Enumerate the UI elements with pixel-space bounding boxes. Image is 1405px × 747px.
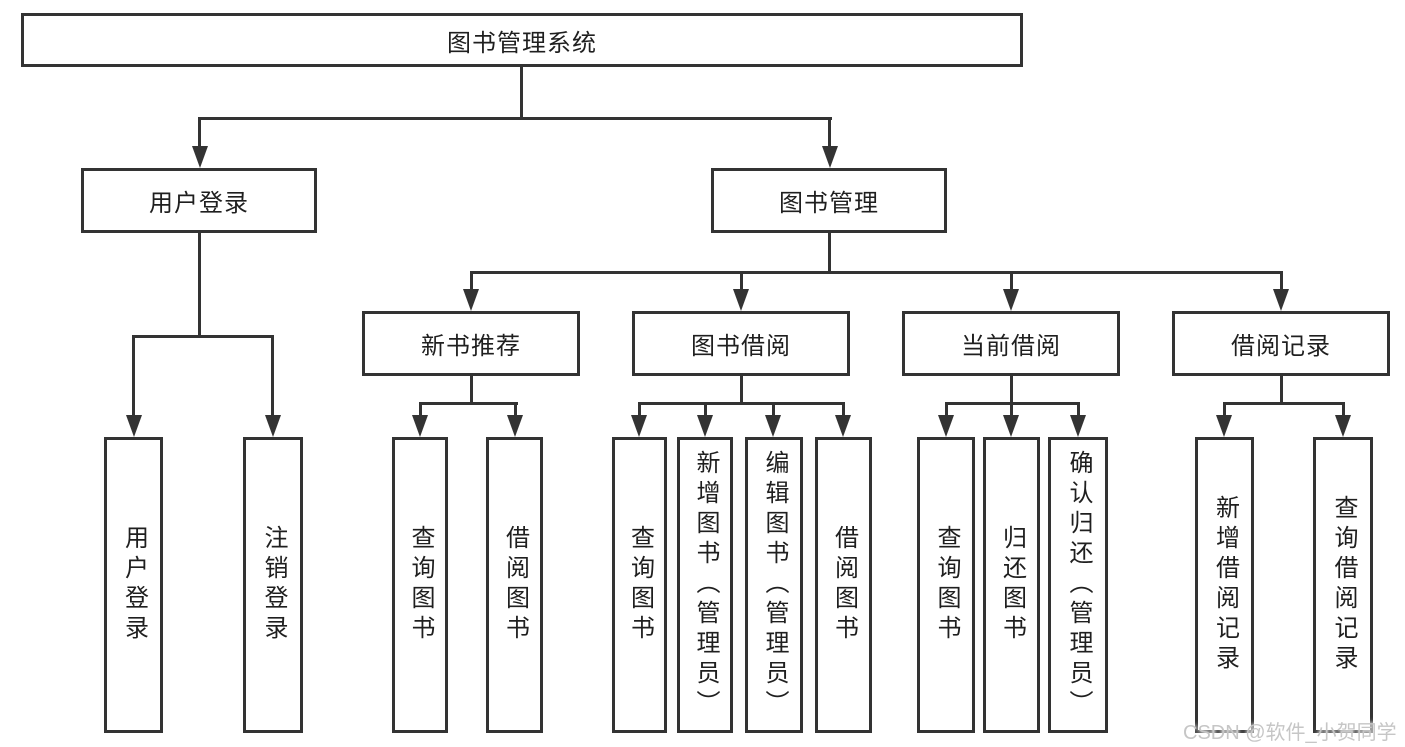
arrow-down-icon — [1335, 415, 1351, 437]
leaf-label: 新增借阅记录 — [1211, 495, 1239, 675]
arrow-down-icon — [126, 415, 142, 437]
connector-leaf-stem — [514, 402, 517, 417]
leaf-label: 借阅图书 — [830, 525, 858, 645]
connector-leaf-stem — [638, 402, 641, 417]
connector-user-login-branch — [132, 335, 274, 338]
node-current-borrow-label: 当前借阅 — [961, 333, 1061, 360]
connector-leaf-stem — [1342, 402, 1345, 417]
node-book-borrow-label: 图书借阅 — [691, 333, 791, 360]
leaf-query-borrow-record: 查询借阅记录 — [1313, 437, 1373, 733]
arrow-down-icon — [1003, 289, 1019, 311]
node-borrow-record: 借阅记录 — [1172, 311, 1390, 376]
connector-borrow-record-branch — [1223, 402, 1344, 405]
leaf-label: 查询图书 — [626, 525, 654, 645]
node-new-book-recommend-label: 新书推荐 — [421, 333, 521, 360]
leaf-label: 新增图书（管理员） — [692, 450, 719, 720]
connector-leaf-stem — [945, 402, 948, 417]
node-user-login: 用户登录 — [81, 168, 317, 233]
node-book-borrow: 图书借阅 — [632, 311, 850, 376]
leaf-query-books-borrow: 查询图书 — [612, 437, 667, 733]
arrow-down-icon — [822, 146, 838, 168]
connector-new-book-branch — [419, 402, 518, 405]
arrow-down-icon — [412, 415, 428, 437]
connector-to-leaf-logout — [271, 335, 274, 417]
leaf-label: 借阅图书 — [501, 525, 529, 645]
connector-to-new-book — [470, 271, 473, 291]
leaf-label: 用户登录 — [120, 525, 148, 645]
arrow-down-icon — [265, 415, 281, 437]
connector-new-book-stem — [470, 376, 473, 405]
leaf-label: 查询图书 — [933, 525, 960, 645]
leaf-confirm-return-admin: 确认归还（管理员） — [1048, 437, 1108, 733]
connector-leaf-stem — [1010, 402, 1013, 417]
leaf-query-books-recommend: 查询图书 — [392, 437, 448, 733]
arrow-down-icon — [1003, 415, 1019, 437]
arrow-down-icon — [631, 415, 647, 437]
arrow-down-icon — [1273, 289, 1289, 311]
node-user-login-label: 用户登录 — [149, 190, 249, 217]
connector-leaf-stem — [772, 402, 775, 417]
connector-book-borrow-stem — [740, 376, 743, 405]
arrow-down-icon — [192, 146, 208, 168]
node-new-book-recommend: 新书推荐 — [362, 311, 580, 376]
node-borrow-record-label: 借阅记录 — [1231, 333, 1331, 360]
leaf-user-login: 用户登录 — [104, 437, 163, 733]
arrow-down-icon — [463, 289, 479, 311]
node-book-management: 图书管理 — [711, 168, 947, 233]
arrow-down-icon — [938, 415, 954, 437]
leaf-borrow-books: 借阅图书 — [815, 437, 872, 733]
node-root: 图书管理系统 — [21, 13, 1023, 67]
connector-root-branch — [198, 117, 832, 120]
arrow-down-icon — [697, 415, 713, 437]
leaf-label: 确认归还（管理员） — [1065, 450, 1092, 720]
leaf-label: 注销登录 — [260, 525, 287, 645]
leaf-borrow-books-recommend: 借阅图书 — [486, 437, 543, 733]
connector-leaf-stem — [1223, 402, 1226, 417]
node-root-label: 图书管理系统 — [447, 29, 597, 57]
connector-to-borrow-record — [1280, 271, 1283, 291]
arrow-down-icon — [733, 289, 749, 311]
arrow-down-icon — [835, 415, 851, 437]
connector-to-book-management — [828, 117, 831, 148]
arrow-down-icon — [1216, 415, 1232, 437]
leaf-label: 归还图书 — [998, 525, 1026, 645]
connector-leaf-stem — [842, 402, 845, 417]
leaf-query-books-current: 查询图书 — [917, 437, 975, 733]
connector-user-login-stem — [198, 233, 201, 338]
connector-book-management-branch — [470, 271, 1283, 274]
connector-borrow-record-stem — [1280, 376, 1283, 405]
node-book-management-label: 图书管理 — [779, 190, 879, 217]
connector-current-borrow-stem — [1010, 376, 1013, 405]
leaf-label: 查询图书 — [407, 525, 434, 645]
leaf-add-borrow-record: 新增借阅记录 — [1195, 437, 1254, 733]
leaf-logout: 注销登录 — [243, 437, 303, 733]
connector-to-leaf-login — [132, 335, 135, 417]
connector-root-stem — [520, 66, 523, 119]
leaf-add-books-admin: 新增图书（管理员） — [677, 437, 733, 733]
connector-book-management-stem — [828, 233, 831, 274]
csdn-watermark: CSDN @软件_小贺同学 — [1183, 722, 1397, 744]
connector-to-current-borrow — [1010, 271, 1013, 291]
leaf-edit-books-admin: 编辑图书（管理员） — [745, 437, 803, 733]
arrow-down-icon — [765, 415, 781, 437]
connector-leaf-stem — [1077, 402, 1080, 417]
connector-to-user-login — [198, 117, 201, 148]
leaf-label: 查询借阅记录 — [1330, 495, 1357, 675]
leaf-return-books: 归还图书 — [983, 437, 1040, 733]
connector-to-book-borrow — [740, 271, 743, 291]
connector-book-borrow-branch — [638, 402, 845, 405]
arrow-down-icon — [507, 415, 523, 437]
node-current-borrow: 当前借阅 — [902, 311, 1120, 376]
connector-leaf-stem — [704, 402, 707, 417]
connector-leaf-stem — [419, 402, 422, 417]
arrow-down-icon — [1070, 415, 1086, 437]
leaf-label: 编辑图书（管理员） — [761, 450, 788, 720]
